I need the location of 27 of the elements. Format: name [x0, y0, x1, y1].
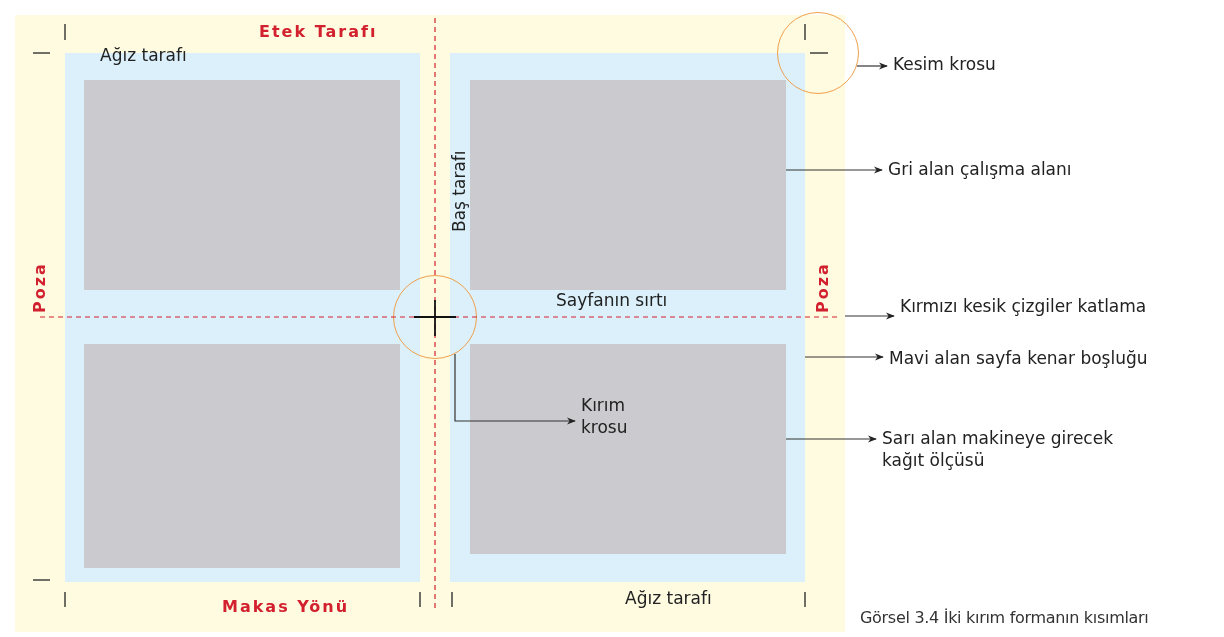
- work-area: [84, 80, 400, 290]
- paper-sheet: [15, 15, 845, 632]
- arrow: [785, 166, 883, 174]
- page-margin-area: [450, 53, 805, 582]
- side-label: Ağız tarafı: [100, 44, 187, 67]
- side-label: Poza: [813, 262, 833, 313]
- annotation-text: Gri alan çalışma alanı: [888, 158, 1188, 181]
- annotation-text: Mavi alan sayfa kenar boşluğu: [889, 347, 1209, 370]
- work-area: [470, 80, 786, 290]
- work-area: [84, 344, 400, 568]
- side-label: Poza: [30, 262, 50, 313]
- annotation-text: Kırmızı kesik çizgiler katlama: [900, 295, 1210, 318]
- arrow: [804, 353, 884, 361]
- area-label: Sayfanın sırtı: [556, 289, 668, 312]
- figure-caption: Görsel 3.4 İki kırım formanın kısımları: [860, 608, 1149, 629]
- work-area: [470, 344, 786, 554]
- arrow: [785, 435, 877, 443]
- arrow: [844, 312, 895, 320]
- arrow: [856, 62, 888, 70]
- side-label: Ağız tarafı: [625, 587, 712, 610]
- annotation-text: Sarı alan makineye girecek kağıt ölçüsü: [882, 427, 1132, 472]
- side-label: Baş tarafı: [448, 150, 470, 232]
- side-label: Etek Tarafı: [259, 22, 378, 43]
- arrow: [454, 353, 576, 425]
- annotation-text: Kesim krosu: [893, 53, 1093, 76]
- side-label: Makas Yönü: [222, 597, 350, 618]
- annotation-text: Kırım krosu: [581, 394, 651, 439]
